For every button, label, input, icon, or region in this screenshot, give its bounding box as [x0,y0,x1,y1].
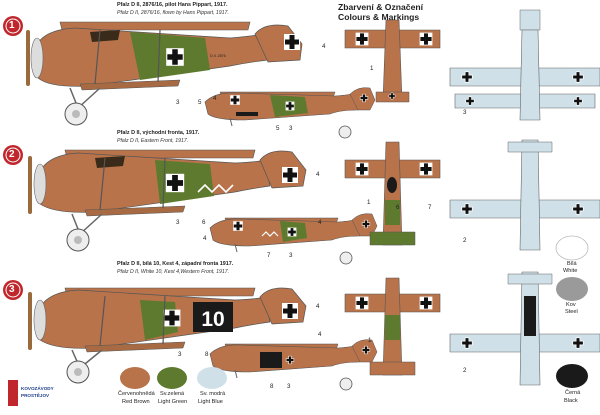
header-title-cz: Zbarvení & Označení [338,2,424,12]
callout: 3 [176,219,180,226]
scheme-3-caption-en: Pfalz D II, White 10, Kest 4,Western Fro… [117,269,230,275]
scheme-2-top-view [344,141,441,246]
scheme-badge-1 [3,16,23,36]
scheme-2-number: 2 [9,149,15,160]
swatch-label-black-en: Black [564,398,578,404]
scheme-2-side-profile [28,149,307,252]
swatch-label-black-cz: Černá [565,390,581,396]
swatch-black [556,364,588,388]
scheme-1-caption-cz: Pfalz D II, 2876/16, pilot Hans Pippart,… [117,2,228,8]
scheme-3-fuselage-number: 10 [201,308,224,331]
swatch-label-white-cz: Bílá [567,261,577,267]
swatch-red-brown [120,367,150,389]
scheme-1-small-profile [204,87,376,139]
callout: 8 [205,351,209,358]
swatch-label-steel-en: Steel [565,309,578,315]
swatch-label-light-green-cz: Sv.zelená [160,391,185,397]
callout: 1 [368,337,372,344]
kp-logo: KOVOZÁVODY PROSTĚJOV [8,380,68,408]
swatch-label-white-en: White [563,268,578,274]
logo-line-2: PROSTĚJOV [21,393,50,398]
callout: 1 [370,65,374,72]
scheme-badge-3 [3,280,23,300]
scheme-3-top-view [344,277,441,376]
callout: 5 [198,99,202,106]
scheme-3-bottom-view [449,271,600,386]
scheme-2-caption-en: Pfalz D II, Eastern Front, 1917. [117,138,189,144]
swatch-label-red-brown-en: Red Brown [122,399,150,405]
callout: 8 [270,383,274,390]
callout: 2 [463,237,467,244]
swatch-steel [556,277,588,301]
logo-line-1: KOVOZÁVODY [21,386,54,391]
callout: 4 [316,171,320,178]
swatch-light-green [157,367,187,389]
callout: 1 [367,199,371,206]
callout: 7 [267,252,271,259]
scheme-1-bottom-view [449,9,600,121]
scheme-1-caption-en: Pfalz D II, 2876/16, flown by Hans Pippa… [117,10,229,16]
scheme-2-bottom-view [449,139,600,251]
scheme-2-caption-cz: Pfalz D II, východní fronta, 1917. [117,130,200,136]
swatch-label-light-blue-cz: Sv. modrá [200,391,226,397]
callout: 3 [289,252,293,259]
swatch-label-red-brown-cz: Červenohnědá [118,391,155,397]
scheme-1-side-profile: D.II. 2876 [26,21,303,126]
callout: 2 [463,367,467,374]
header-title-en: Colours & Markings [338,12,420,22]
swatch-label-light-blue-en: Light Blue [198,399,223,405]
scheme-3-small-profile [209,339,378,391]
scheme-1-serial-small: D.II. 2876 [210,54,226,58]
swatch-label-light-green-en: Light Green [158,399,188,405]
scheme-3-side-profile: 10 [28,287,307,384]
callout: 3 [176,99,180,106]
scheme-1-top-view [344,19,441,103]
callout: 4 [318,219,322,226]
callout: 3 [289,125,293,132]
swatch-white [555,235,589,261]
callout: 3 [287,383,291,390]
callout: 4 [213,95,217,102]
scheme-badge-2 [3,145,23,165]
callout: 5 [276,125,280,132]
swatch-label-steel-cz: Kov [566,302,576,308]
scheme-2-small-profile [209,213,378,265]
callout: 4 [322,43,326,50]
scheme-3-number: 3 [9,284,15,295]
swatch-light-blue [197,367,227,389]
callout: 4 [203,235,207,242]
scheme-3-caption-cz: Pfalz D II, bílá 10, Kest 4, západní fro… [117,261,234,267]
callout: 6 [396,204,400,211]
scheme-1-number: 1 [9,20,15,31]
callout: 4 [316,303,320,310]
callout: 3 [178,351,182,358]
callout: 3 [463,109,467,116]
callout: 6 [202,219,206,226]
callout: 7 [428,204,432,211]
callout: 4 [318,331,322,338]
